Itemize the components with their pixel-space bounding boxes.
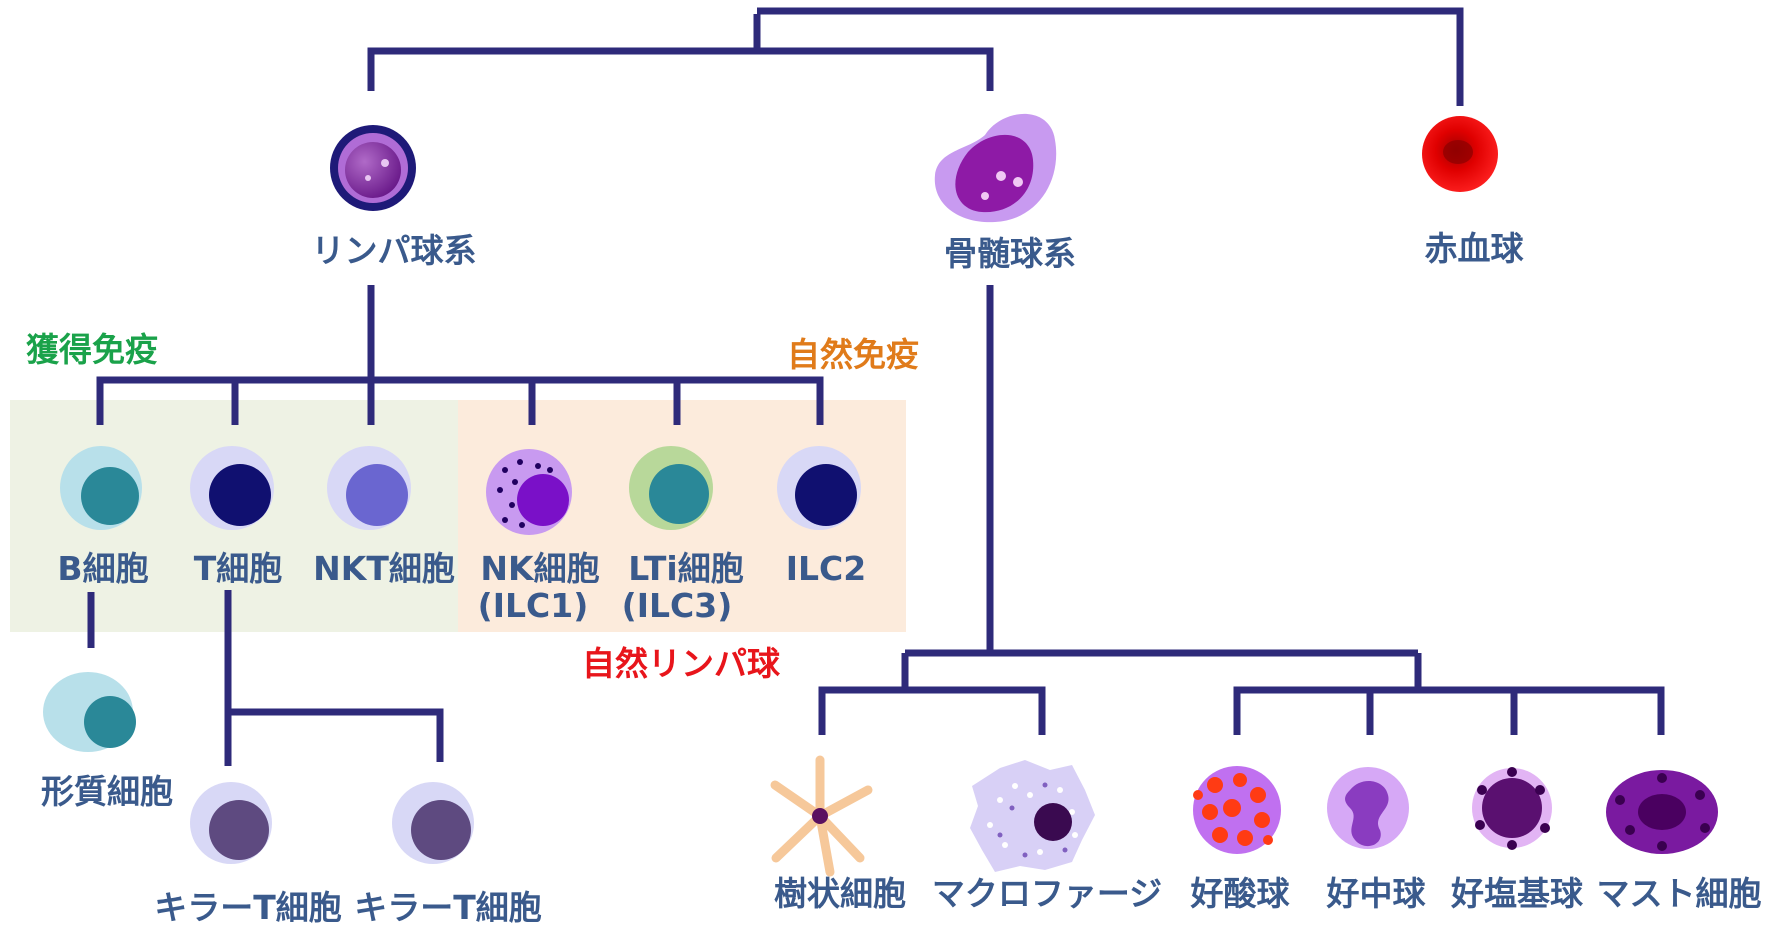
neutrophil-icon xyxy=(1327,767,1409,849)
ilc2-cell-icon xyxy=(777,446,861,530)
t-cell-label: T細胞 xyxy=(193,549,283,588)
killer-t-cell-icon-1 xyxy=(190,782,272,864)
ilc2-label: ILC2 xyxy=(785,549,867,588)
neutrophil-label: 好中球 xyxy=(1326,874,1426,913)
macrophage-label: マクロファージ xyxy=(931,874,1163,913)
basophil-icon xyxy=(1472,767,1552,850)
lti-cell-label: LTi細胞 xyxy=(628,549,744,588)
adaptive-immunity-label: 獲得免疫 xyxy=(26,330,158,369)
lti-cell-icon xyxy=(629,446,713,530)
lymphoid-progenitor-cell-icon xyxy=(330,125,416,211)
nk-cell-label: NK細胞 xyxy=(480,549,600,588)
basophil-label: 好塩基球 xyxy=(1451,874,1583,913)
plasma-cell-icon xyxy=(43,672,136,752)
nkt-cell-icon xyxy=(327,446,411,530)
eosinophil-icon xyxy=(1193,766,1281,854)
t-cell-icon xyxy=(190,446,274,530)
lti-cell-sublabel: (ILC3) xyxy=(621,586,733,625)
lineage-connectors xyxy=(87,7,1665,766)
b-cell-icon xyxy=(60,446,142,530)
dendritic-cell-icon xyxy=(770,755,873,877)
erythrocyte-icon xyxy=(1422,116,1498,192)
innate-immunity-label: 自然免疫 xyxy=(787,335,919,374)
mast-cell-icon xyxy=(1606,770,1718,854)
dendritic-cell-label: 樹状細胞 xyxy=(774,874,906,913)
macrophage-icon xyxy=(970,760,1095,872)
killer-t-cell-icon-2 xyxy=(392,782,474,864)
eosinophil-label: 好酸球 xyxy=(1190,874,1290,913)
mast-cell-label: マスト細胞 xyxy=(1596,874,1762,913)
lymphoid-lineage-label: リンパ球系 xyxy=(311,231,477,270)
nk-cell-sublabel: (ILC1) xyxy=(477,586,589,625)
b-cell-label: B細胞 xyxy=(57,549,149,588)
plasma-cell-label: 形質細胞 xyxy=(41,772,173,811)
innate-lymphoid-cells-label: 自然リンパ球 xyxy=(582,644,780,683)
nk-cell-icon xyxy=(486,449,572,535)
killer-t-cell-label-1: キラーT細胞 xyxy=(154,888,342,927)
myeloid-lineage-label: 骨髄球系 xyxy=(944,234,1076,273)
myeloid-progenitor-cell-icon xyxy=(934,113,1057,223)
nkt-cell-label: NKT細胞 xyxy=(313,549,455,588)
erythrocyte-label: 赤血球 xyxy=(1424,229,1524,268)
killer-t-cell-label-2: キラーT細胞 xyxy=(354,888,542,927)
